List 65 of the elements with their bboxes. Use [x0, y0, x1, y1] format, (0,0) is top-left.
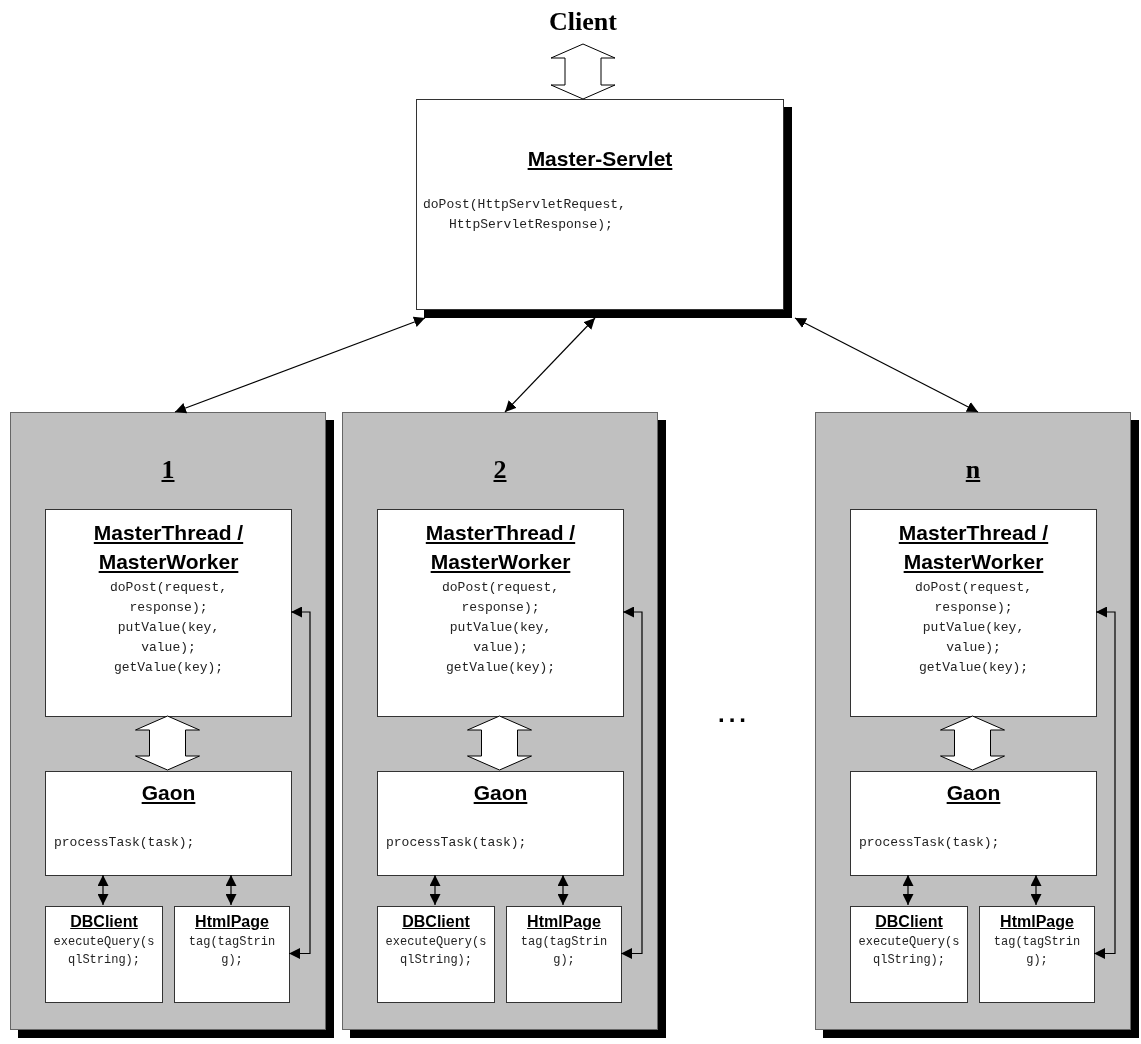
block-arrow [135, 715, 200, 771]
method-signature: getValue(key); [917, 659, 1030, 677]
method-signature: processTask(task); [385, 834, 528, 852]
connector-arrow [174, 316, 426, 414]
class-name: MasterThread / MasterWorker [92, 520, 245, 575]
connector-arrow [902, 874, 914, 906]
method-signature: putValue(key, value); [448, 619, 553, 657]
method-signature: getValue(key); [444, 659, 557, 677]
class-name: HtmlPage [194, 912, 270, 932]
class-name: MasterThread / MasterWorker [424, 520, 577, 575]
connector-arrow [504, 317, 596, 413]
class-name: DBClient [874, 912, 944, 932]
connector-arrow [557, 874, 569, 906]
method-signature: doPost(HttpServletRequest, HttpServletResponse); [422, 196, 627, 234]
connector-arrow [225, 874, 237, 906]
connector-arrow [97, 874, 109, 906]
connector-arrow [794, 317, 979, 413]
class-box [174, 906, 290, 1003]
method-signature: executeQuery(sqlString); [384, 934, 488, 969]
connector-arrow [429, 874, 441, 906]
class-box [850, 906, 968, 1003]
panel-number: 1 [160, 455, 176, 485]
class-box [979, 906, 1095, 1003]
method-signature: putValue(key, value); [116, 619, 221, 657]
method-signature: doPost(request, response); [441, 579, 560, 617]
class-name: Master-Servlet [526, 146, 674, 172]
method-signature: executeQuery(sqlString); [52, 934, 156, 969]
method-signature: doPost(request, response); [109, 579, 228, 617]
class-name: Gaon [945, 780, 1002, 806]
connector-arrow [1093, 606, 1116, 959]
class-box [377, 771, 624, 876]
actor-label: Client [533, 2, 633, 44]
method-signature: processTask(task); [858, 834, 1001, 852]
class-name: HtmlPage [526, 912, 602, 932]
class-name: MasterThread / MasterWorker [897, 520, 1050, 575]
block-arrow [940, 715, 1005, 771]
connector-arrow [620, 606, 643, 959]
class-box [506, 906, 622, 1003]
method-signature: putValue(key, value); [921, 619, 1026, 657]
panel-number: n [964, 455, 982, 485]
class-name: HtmlPage [999, 912, 1075, 932]
class-name: Gaon [140, 780, 197, 806]
connector-arrow [1030, 874, 1042, 906]
class-name: DBClient [401, 912, 471, 932]
class-box [377, 509, 624, 717]
class-box [850, 509, 1097, 717]
class-box [45, 509, 292, 717]
method-signature: doPost(request, response); [914, 579, 1033, 617]
class-name: DBClient [69, 912, 139, 932]
method-signature: getValue(key); [112, 659, 225, 677]
connector-arrow [288, 606, 311, 959]
class-box [377, 906, 495, 1003]
method-signature: tag(tagString); [187, 934, 277, 969]
class-box [45, 906, 163, 1003]
method-signature: tag(tagString); [519, 934, 609, 969]
block-arrow [550, 43, 616, 100]
class-name: Gaon [472, 780, 529, 806]
ellipsis-label: ... [718, 700, 750, 728]
block-arrow [467, 715, 532, 771]
method-signature: tag(tagString); [992, 934, 1082, 969]
method-signature: processTask(task); [53, 834, 196, 852]
panel-number: 2 [492, 455, 508, 485]
class-box [45, 771, 292, 876]
method-signature: executeQuery(sqlString); [857, 934, 961, 969]
class-box [850, 771, 1097, 876]
